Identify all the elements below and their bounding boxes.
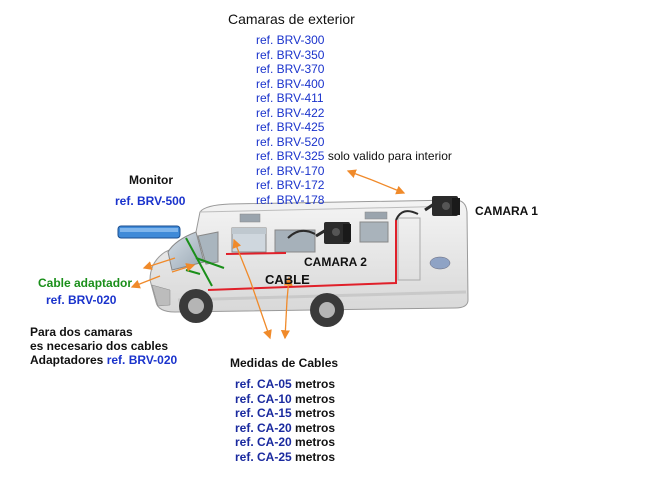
cable-sizes-list: ref. CA-05 metros ref. CA-10 metros ref.… [235,377,335,464]
interior-only-note: solo valido para interior [327,149,452,163]
cable-size-item: ref. CA-10 metros [235,392,335,407]
camera-ref: ref. BRV-172 [256,178,325,192]
cable-ref: ref. CA-25 [235,449,292,464]
camera-ref: ref. BRV-178 [256,192,325,207]
adapters-text: Adaptadores [30,353,104,367]
camera-ref: ref. BRV-325 [256,149,325,163]
camera-ref: ref. BRV-422 [256,105,325,120]
cable-unit: metros [295,420,336,435]
cable-ref: ref. CA-15 [235,406,292,420]
cable-size-item: ref. CA-05 metros [235,377,335,392]
adapter-ref: ref. BRV-020 [46,293,117,307]
camera2-label: CAMARA 2 [304,255,367,269]
cable-ref: ref. CA-20 [235,420,292,435]
camera-ref: ref. BRV-300 [256,33,325,47]
adapters-ref: ref. BRV-020 [106,353,178,367]
cable-unit: metros [295,449,336,464]
cable-unit: metros [295,391,336,406]
cable-size-item: ref. CA-25 metros [235,450,335,465]
exterior-cameras-title: Camaras de exterior [228,11,355,27]
camera-ref: ref. BRV-425 [256,120,325,134]
exterior-camera-refs: ref. BRV-300 ref. BRV-350 ref. BRV-370 r… [256,33,452,207]
two-cameras-line3: Adaptadores ref. BRV-020 [30,353,177,367]
monitor-ref: ref. BRV-500 [115,194,186,208]
camera-ref: ref. BRV-350 [256,47,325,62]
cable-unit: metros [295,377,336,391]
camera-ref: ref. BRV-400 [256,76,325,91]
camera-ref: ref. BRV-520 [256,134,325,149]
camera-ref: ref. BRV-370 [256,62,325,76]
cable-unit: metros [295,435,336,449]
two-cameras-line2: es necesario dos cables [30,339,169,353]
cable-sizes-title: Medidas de Cables [230,356,339,370]
camera-ref-interior: ref. BRV-325 solo valido para interior [256,149,452,164]
cable-ref: ref. CA-10 [235,391,292,406]
cable-label: CABLE [265,272,310,287]
camera1-label: CAMARA 1 [475,204,538,218]
cable-size-item: ref. CA-15 metros [235,406,335,421]
camera-ref: ref. BRV-411 [256,91,324,105]
cable-size-item: ref. CA-20 metros [235,421,335,436]
cable-size-item: ref. CA-20 metros [235,435,335,450]
cable-ref: ref. CA-20 [235,435,292,449]
two-cameras-line1: Para dos camaras [30,325,133,339]
cable-unit: metros [295,406,336,420]
camera-ref: ref. BRV-170 [256,163,325,178]
monitor-label: Monitor [129,173,173,187]
adapter-label: Cable adaptador [38,276,133,290]
cable-ref: ref. CA-05 [235,377,292,391]
